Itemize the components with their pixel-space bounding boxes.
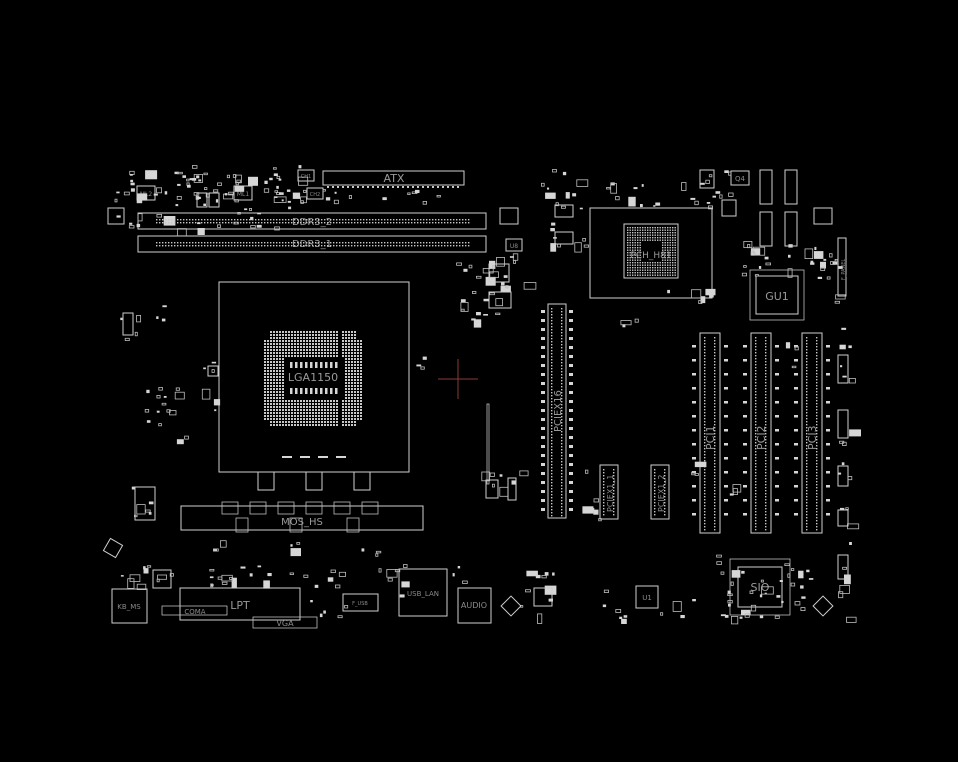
gu1-label: GU1 [765,290,789,303]
f-usb-header[interactable]: F_USB [342,593,379,612]
pciex1-1-slot[interactable]: PCIEX1_1 [599,464,619,520]
mos-heatsink-label: MOS_HS [281,517,323,528]
kb-ms-port[interactable]: KB_MS [111,588,148,624]
u8-label: U8 [510,243,518,250]
kb-ms-label: KB_MS [117,603,141,611]
usb-lan-label: USB_LAN [407,590,439,598]
pciex16-label: PCIEX16 [553,390,564,432]
audio-label: AUDIO [461,601,487,610]
ch2-part[interactable]: CH2 [306,187,324,200]
pci2-label: PCI2 [755,425,768,450]
pci2-slot[interactable]: PCI2 [750,332,772,534]
pci1-slot[interactable]: PCI1 [699,332,721,534]
sio-chip[interactable]: SIO [729,558,791,616]
usb-lan-port[interactable]: USB_LAN [398,568,448,617]
smd-components [107,165,861,625]
lpt-port[interactable]: LPT [179,587,301,621]
pciex1-1-label: PCIEX1_1 [606,475,615,512]
crosshair-cursor-icon [438,359,478,399]
ml1-label: ML1 [237,191,250,198]
pci1-label: PCI1 [704,425,717,450]
mos-heatsink[interactable]: MOS_HS [180,501,424,533]
coma-port[interactable]: COMA [161,605,228,616]
dimm-slot-ddr3-2[interactable]: DDR3_2 [137,212,487,230]
atx-label: ATX [384,172,405,185]
pch-label: PCH_H81 [630,251,671,261]
u1-label: U1 [642,594,652,602]
ch1-part[interactable]: CH1 [297,169,315,182]
pch-chip[interactable]: PCH_H81 [589,207,713,299]
ch2-label: CH2 [310,192,320,198]
cpu-socket-pads [264,331,362,458]
f-usb-label: F_USB [352,601,368,607]
dimm-slot-ddr3-1[interactable]: DDR3_1 [137,235,487,253]
front-panel-header[interactable]: F_PANEL [837,237,847,297]
sio-label: SIO [751,581,770,594]
u1-chip[interactable]: U1 [635,585,659,609]
pci3-slot[interactable]: PCI3 [801,332,823,534]
ddr3-1-label: DDR3_1 [292,239,332,250]
pciex1-2-slot[interactable]: PCIEX1_2 [650,464,670,520]
q4-part[interactable]: Q4 [730,170,750,186]
cpu-socket-label: LGA1150 [288,371,338,384]
u8-chip[interactable]: U8 [505,238,523,252]
q4-label: Q4 [735,175,746,183]
front-panel-label: F_PANEL [841,259,847,280]
pciex1-2-label: PCIEX1_2 [657,475,666,512]
audio-port[interactable]: AUDIO [457,587,492,624]
lpt-label: LPT [230,599,250,612]
vga-label: VGA [276,619,294,628]
cpu-socket[interactable]: LGA1150 [218,281,410,491]
pciex16-slot[interactable]: PCIEX16 [541,303,666,519]
pch-pads [627,227,676,276]
pci3-label: PCI3 [806,425,819,450]
vga-port[interactable]: VGA [252,616,318,629]
atx-connector[interactable]: ATX [322,170,465,186]
gu1-chip[interactable]: GU1 [749,269,805,321]
diamond-part [102,537,834,617]
coma-label: COMA [184,608,205,616]
